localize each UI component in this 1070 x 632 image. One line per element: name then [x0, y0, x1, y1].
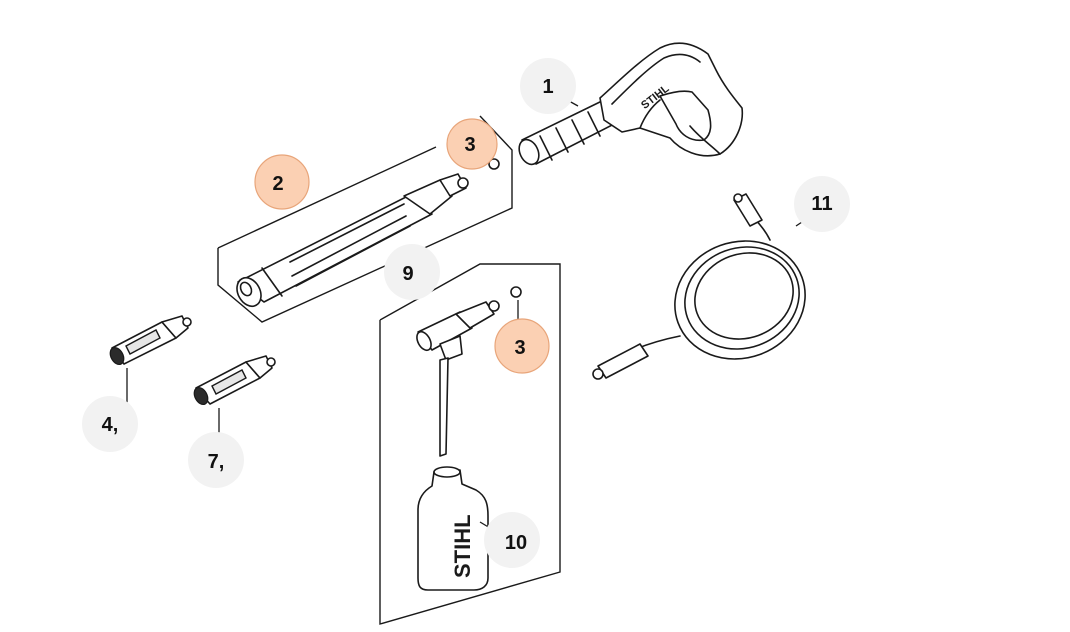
callout-11[interactable]: 11	[794, 176, 850, 232]
detergent-bottle-part[interactable]: STIHL	[417, 466, 489, 591]
flat-jet-nozzle-part[interactable]	[191, 355, 276, 407]
callout-10[interactable]: 10	[484, 512, 540, 568]
bottle-brand-mark: STIHL	[450, 514, 475, 578]
callout-9-label: 9	[402, 263, 413, 285]
o-ring-part[interactable]	[488, 158, 500, 170]
rotary-nozzle-part[interactable]	[107, 315, 192, 367]
callout-10-label: 10	[505, 532, 527, 554]
high-pressure-hose-part[interactable]	[592, 193, 822, 380]
callout-4[interactable]: 4,	[82, 396, 138, 452]
o-ring-part-foam[interactable]	[510, 286, 522, 298]
lance-part[interactable]	[232, 173, 469, 310]
callout-4-label: 4,	[102, 414, 119, 436]
callout-1[interactable]: 1	[520, 58, 576, 114]
spray-gun-part[interactable]: STIHL	[515, 42, 744, 167]
callout-3-lance[interactable]: 3	[446, 118, 498, 170]
callout-3-foam[interactable]: 3	[494, 318, 550, 374]
foam-sprayer-part[interactable]	[414, 300, 500, 457]
callout-9[interactable]: 9	[384, 244, 440, 300]
callout-3-foam-label: 3	[514, 337, 525, 359]
callout-11-label: 11	[811, 193, 832, 215]
callout-7[interactable]: 7,	[188, 432, 244, 488]
callout-2-label: 2	[272, 173, 283, 195]
callout-3-lance-label: 3	[464, 134, 475, 156]
callout-1-label: 1	[542, 76, 553, 98]
callout-2[interactable]: 2	[254, 154, 310, 210]
foam-group-frame	[379, 263, 561, 625]
callout-7-label: 7,	[208, 451, 225, 473]
